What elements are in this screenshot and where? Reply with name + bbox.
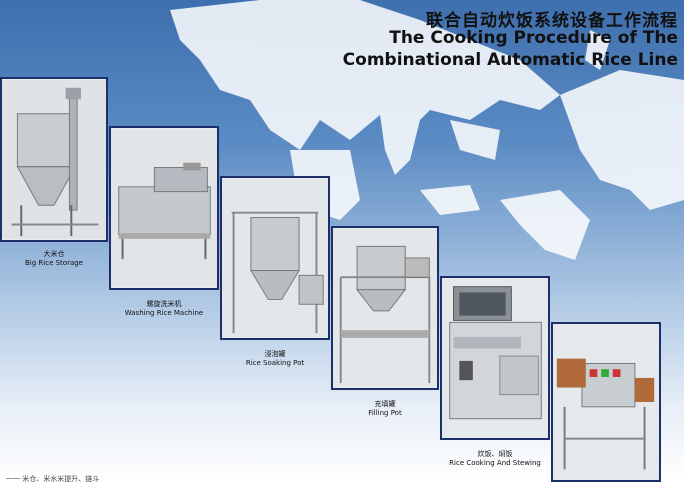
step-2-caption: 螺旋洗米机 Washing Rice Machine [104,300,224,318]
step-6-image [551,322,661,482]
title-english-line1: The Cooking Procedure of The [389,28,678,48]
step-4-cn: 充填罐 [374,400,396,408]
step-1-cn: 大米仓 [43,250,65,258]
step-2-image [109,126,219,290]
step-2-en: Washing Rice Machine [124,309,204,317]
step-5-en: Rice Cooking And Stewing [449,459,541,467]
step-4-caption: 充填罐 Filling Pot [325,400,445,418]
rice-dispenser-illustration [553,324,659,480]
step-5-cn: 炊饭、焖饭 [477,450,513,458]
step-3-image [220,176,330,340]
step-4-en: Filling Pot [368,409,402,417]
footer-text: 一一 米仓、米水米提升、链斗 [6,475,100,483]
step-1-caption: 大米仓 Big Rice Storage [0,250,114,268]
washing-machine-illustration [111,128,217,288]
soaking-pot-illustration [222,178,328,338]
step-1-en: Big Rice Storage [25,259,83,267]
step-2-cn: 螺旋洗米机 [146,300,182,308]
step-5-image [440,276,550,440]
step-3-caption: 浸泡罐 Rice Soaking Pot [215,350,335,368]
rice-storage-illustration [2,80,106,239]
title-english-line2: Combinational Automatic Rice Line [342,50,678,70]
step-4-image [331,226,439,390]
title-chinese: 联合自动炊饭系统设备工作流程 [426,11,678,31]
step-1-image [0,77,108,242]
filling-pot-illustration [333,229,437,387]
step-3-en: Rice Soaking Pot [245,359,305,367]
step-3-cn: 浸泡罐 [264,350,286,358]
step-5-caption: 炊饭、焖饭 Rice Cooking And Stewing [435,450,555,468]
rice-cooking-illustration [442,278,548,438]
